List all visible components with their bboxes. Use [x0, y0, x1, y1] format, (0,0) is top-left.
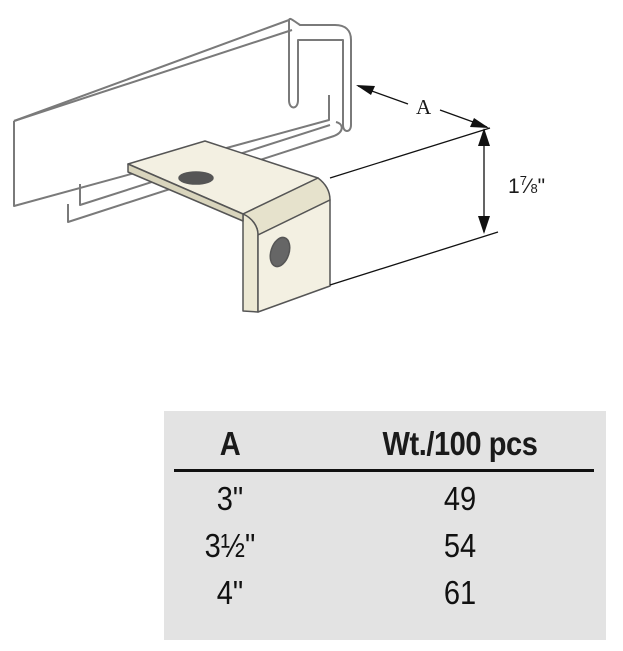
- height-whole: 1: [508, 175, 520, 198]
- cell-weight: 61: [443, 574, 477, 611]
- channel-lip-inner: [79, 124, 331, 206]
- bracket-vertical-face: [242, 213, 259, 313]
- arrowhead-a-left: [356, 85, 375, 95]
- bracket-top-hole: [178, 171, 214, 185]
- cell-a: 4": [216, 574, 244, 611]
- column-header-a: A: [219, 425, 241, 462]
- bracket-side-hole: [269, 236, 291, 268]
- height-dimension-label: 17⁄8": [508, 173, 545, 198]
- arrowhead-height-top: [478, 128, 490, 146]
- height-unit: ": [538, 175, 545, 198]
- channel-outline: [13, 17, 352, 132]
- bracket-diagram: A 17⁄8": [13, 17, 545, 313]
- extension-line-top: [329, 127, 491, 179]
- table-row: 3" 49: [164, 479, 606, 519]
- cell-weight: 49: [443, 480, 477, 517]
- spec-table: A Wt./100 pcs 3" 49 3½" 54 4" 61: [164, 411, 606, 640]
- column-header-weight: Wt./100 pcs: [382, 425, 538, 462]
- bracket-vertical-front: [257, 199, 331, 313]
- bracket-top-edge: [127, 163, 244, 222]
- cell-a: 3": [216, 480, 244, 517]
- channel-lip: [67, 121, 343, 223]
- extension-line-mid: [329, 231, 499, 286]
- dimension-a-label: A: [416, 95, 432, 119]
- arrowhead-a-right: [470, 118, 489, 128]
- cell-weight: 54: [443, 527, 477, 564]
- table-row: 4" 61: [164, 573, 606, 613]
- arrowhead-height-bottom: [478, 216, 490, 234]
- table-row: 3½" 54: [164, 526, 606, 566]
- channel-inner-top: [13, 29, 293, 122]
- header-rule: [174, 469, 594, 472]
- height-numerator: 7: [520, 173, 527, 188]
- cell-a: 3½": [204, 527, 256, 564]
- height-denominator: 8: [530, 181, 537, 196]
